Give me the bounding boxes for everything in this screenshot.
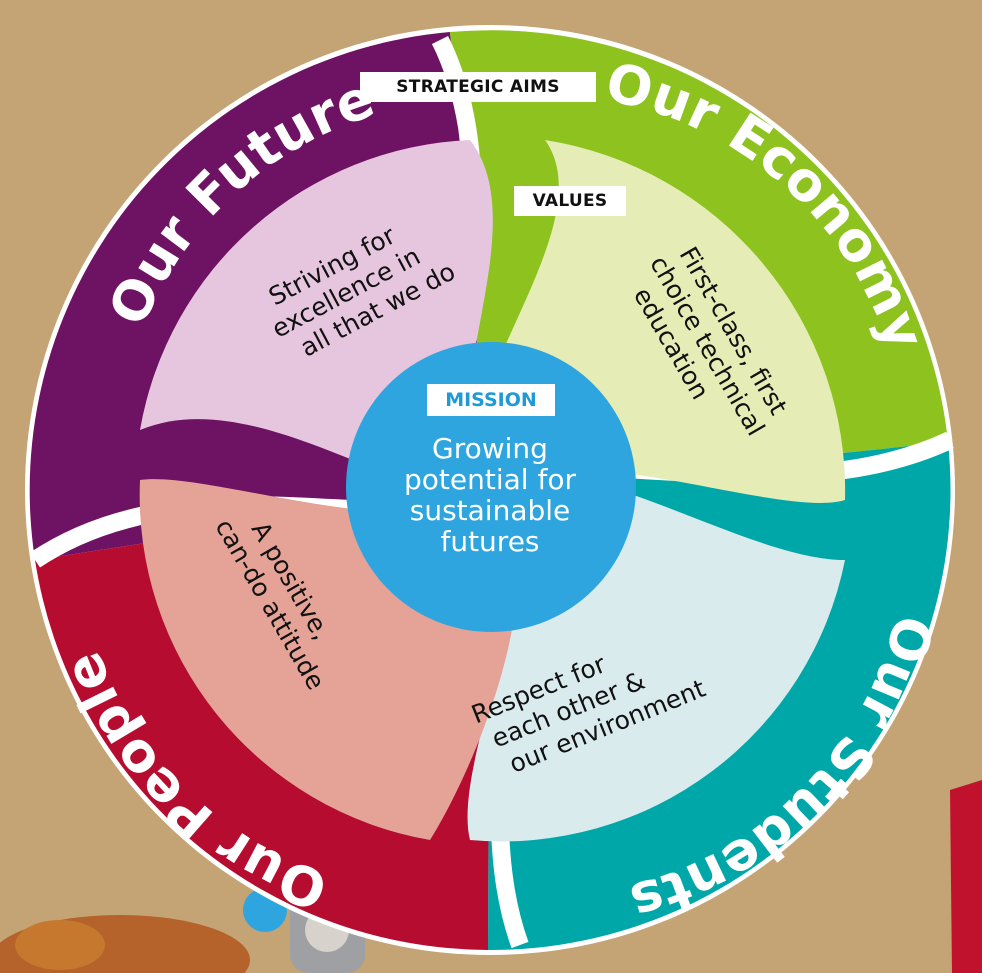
mission-line: Growing: [432, 432, 548, 465]
mission-label: MISSION: [427, 384, 555, 416]
strategic-aims-label: STRATEGIC AIMS: [360, 72, 596, 102]
mission-line: futures: [440, 525, 540, 558]
values-label: VALUES: [514, 186, 626, 216]
mission-line: potential for: [404, 463, 576, 496]
mission-circle: [346, 342, 636, 632]
mission-line: sustainable: [409, 494, 571, 527]
red-poster-edge: [950, 780, 982, 973]
mission-statement: Growing potential for sustainable future…: [362, 433, 618, 557]
